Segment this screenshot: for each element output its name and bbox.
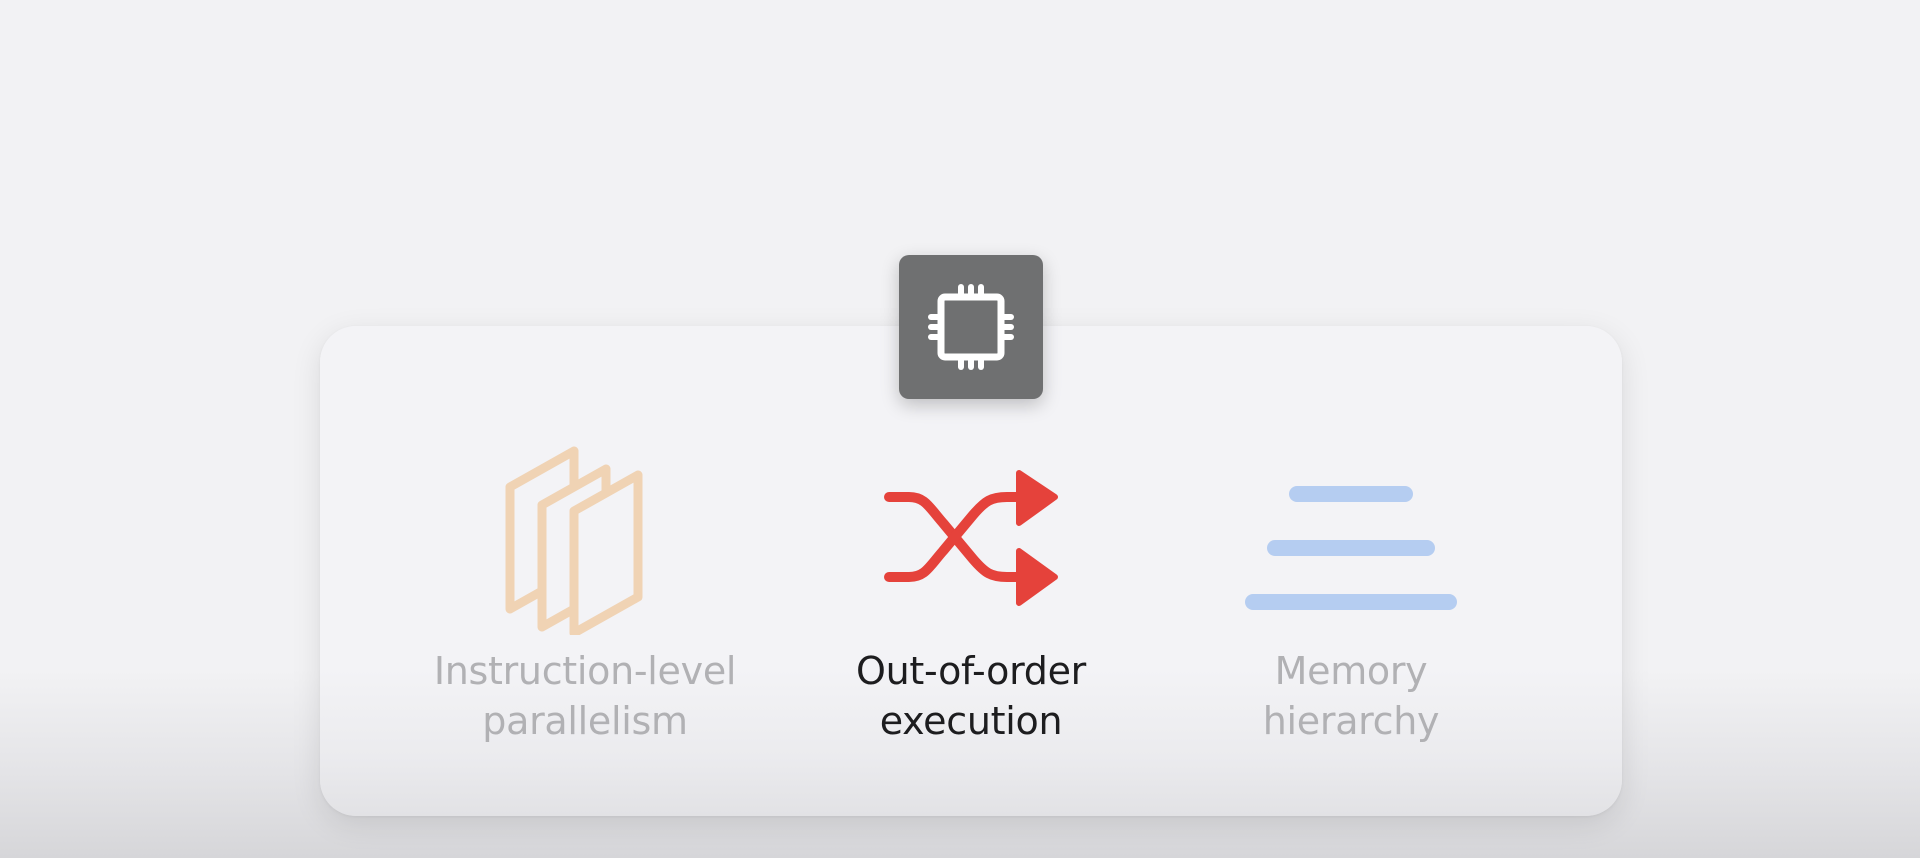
topic-out-of-order-execution: Out-of-order execution — [771, 440, 1171, 746]
stacked-lines-icon — [1245, 486, 1457, 610]
topic-instruction-level-parallelism: Instruction-level parallelism — [385, 440, 785, 746]
topic-label: Memory hierarchy — [1262, 649, 1440, 743]
topic-label: Out-of-order execution — [855, 649, 1086, 743]
shuffle-arrows-icon — [884, 470, 1058, 606]
topic-label: Instruction-level parallelism — [433, 649, 737, 743]
cpu-chip-icon — [928, 284, 1014, 370]
stacked-pages-icon — [505, 446, 643, 635]
topic-memory-hierarchy: Memory hierarchy — [1151, 440, 1551, 746]
cpu-chip-badge — [899, 255, 1043, 399]
